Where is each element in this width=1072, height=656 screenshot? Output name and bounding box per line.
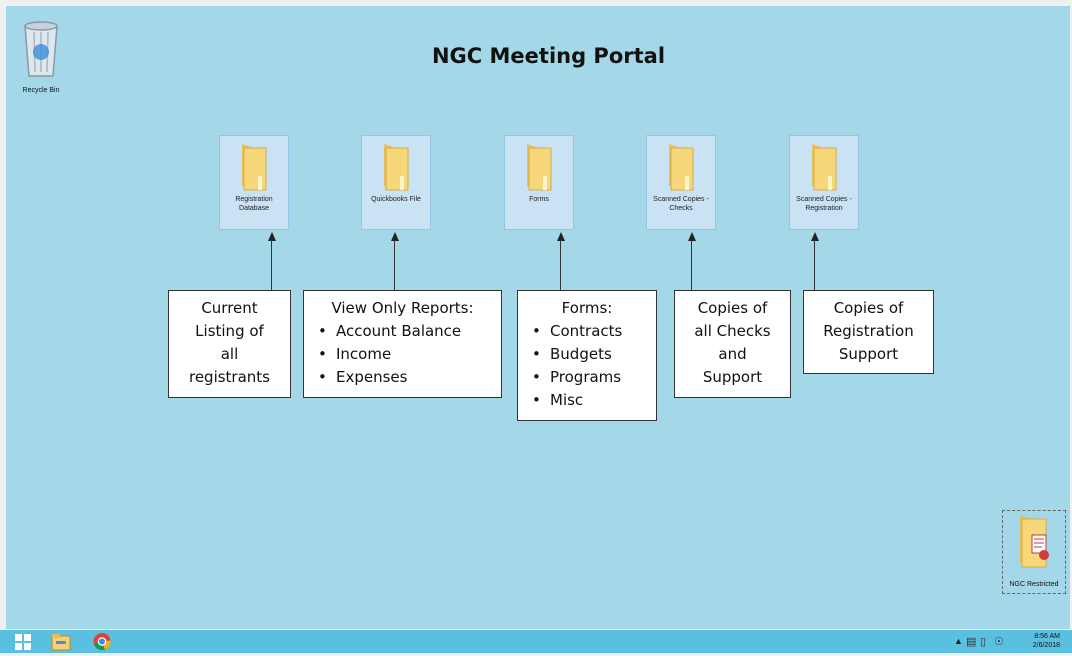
- callout-line: Support: [838, 345, 899, 363]
- file-explorer-icon: [51, 634, 71, 651]
- callout-heading: Forms:: [561, 299, 613, 317]
- callout-line: registrants: [188, 368, 270, 386]
- callout-checks: Copies of all Checks and Support: [674, 290, 791, 398]
- list-item: Budgets: [530, 343, 648, 366]
- arrow-line: [560, 240, 561, 290]
- arrow-line: [691, 240, 692, 290]
- folder-registration-database[interactable]: Registration Database: [219, 135, 289, 230]
- restricted-folder-label: NGC Restricted: [1009, 581, 1059, 588]
- callout-line: all Checks: [694, 322, 771, 340]
- folder-label: Scanned Copies - Checks: [653, 196, 709, 212]
- folder-icon: [812, 144, 837, 191]
- windows-start-button[interactable]: [14, 632, 32, 651]
- list-item: Contracts: [530, 320, 648, 343]
- folder-icon: [669, 144, 694, 191]
- folder-icon: [384, 144, 409, 191]
- callout-line: Listing of: [195, 322, 264, 340]
- folder-scanned-checks[interactable]: Scanned Copies - Checks: [646, 135, 716, 230]
- clock[interactable]: 8:56 AM 2/6/2018: [1033, 632, 1060, 650]
- recycle-bin-label: Recycle Bin: [22, 87, 60, 94]
- arrow-line: [814, 240, 815, 290]
- chrome-icon: [93, 632, 111, 651]
- list-item: Expenses: [316, 366, 493, 389]
- arrowhead: [811, 232, 819, 241]
- folder-quickbooks-file[interactable]: Quickbooks File: [361, 135, 431, 230]
- arrow-line: [394, 240, 395, 290]
- clock-time: 8:56 AM: [1034, 633, 1060, 640]
- callout-line: Copies of: [697, 299, 768, 317]
- folder-label: Registration Database: [235, 196, 273, 212]
- page-title: NGC Meeting Portal: [431, 44, 666, 68]
- callout-line: and: [718, 345, 747, 363]
- arrow-line: [271, 240, 272, 290]
- recycle-bin-icon: [24, 21, 58, 77]
- callout-line: Current: [201, 299, 258, 317]
- arrowhead: [557, 232, 565, 241]
- keyboard-icon[interactable]: ▯: [980, 636, 987, 648]
- callout-heading: View Only Reports:: [331, 299, 474, 317]
- windows-start-icon: [15, 634, 31, 650]
- folder-ngc-restricted[interactable]: NGC Restricted: [1002, 510, 1066, 594]
- callout-line: Copies of: [833, 299, 904, 317]
- list-item: Programs: [530, 366, 648, 389]
- callout-line: all: [220, 345, 239, 363]
- folder-label: Forms: [529, 196, 549, 203]
- folder-forms[interactable]: Forms: [504, 135, 574, 230]
- chrome-button[interactable]: [92, 632, 112, 651]
- taskbar: ▲ ▤ ▯ ☉ 8:56 AM 2/6/2018: [0, 630, 1072, 653]
- folder-icon: [527, 144, 552, 191]
- network-icon[interactable]: ▤: [966, 636, 977, 648]
- callout-line: Support: [702, 368, 763, 386]
- callout-quickbooks: View Only Reports: Account Balance Incom…: [303, 290, 502, 398]
- callout-scanned-registration: Copies of Registration Support: [803, 290, 934, 374]
- folder-label: Scanned Copies - Registration: [796, 196, 852, 212]
- clock-date: 2/6/2018: [1032, 642, 1060, 649]
- folder-icon: [242, 144, 267, 191]
- desktop: Recycle Bin NGC Meeting Portal Registrat…: [6, 6, 1070, 629]
- arrowhead: [268, 232, 276, 241]
- restricted-folder-icon: [1020, 515, 1049, 568]
- system-tray: ▲ ▤ ▯ ☉ 8:56 AM 2/6/2018: [954, 630, 1064, 653]
- callout-registration: Current Listing of all registrants: [168, 290, 291, 398]
- chevron-up-icon[interactable]: ▲: [954, 636, 963, 646]
- folder-label: Quickbooks File: [371, 196, 421, 203]
- volume-icon[interactable]: ☉: [994, 636, 1004, 648]
- callout-list: Account Balance Income Expenses: [312, 320, 493, 389]
- recycle-bin[interactable]: Recycle Bin: [16, 14, 66, 94]
- list-item: Misc: [530, 389, 648, 412]
- callout-list: Contracts Budgets Programs Misc: [526, 320, 648, 412]
- folder-scanned-registration[interactable]: Scanned Copies - Registration: [789, 135, 859, 230]
- list-item: Account Balance: [316, 320, 493, 343]
- arrowhead: [391, 232, 399, 241]
- callout-forms: Forms: Contracts Budgets Programs Misc: [517, 290, 657, 421]
- arrowhead: [688, 232, 696, 241]
- callout-line: Registration: [823, 322, 914, 340]
- file-explorer-button[interactable]: [50, 632, 72, 651]
- list-item: Income: [316, 343, 493, 366]
